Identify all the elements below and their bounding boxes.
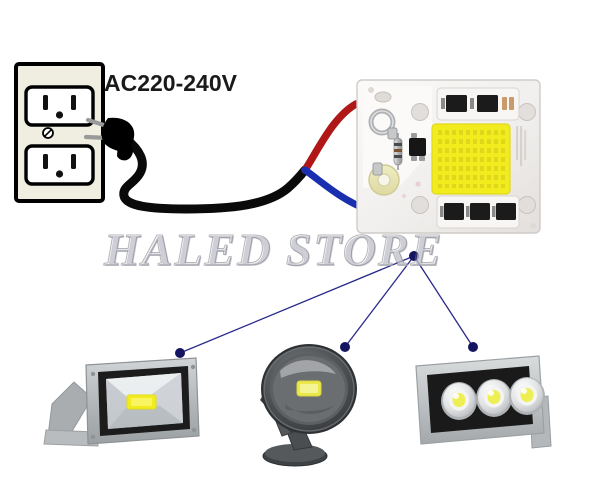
- outlet-center-screw: [42, 127, 54, 139]
- lens-module-1: [441, 382, 477, 420]
- resistor-component: [393, 133, 403, 170]
- power-plug: [83, 117, 135, 161]
- power-cord: [119, 134, 310, 214]
- cob-emitter-area: [431, 123, 511, 195]
- live-wire-red: [301, 100, 360, 174]
- pointer-dot-spotlight-round: [340, 342, 350, 352]
- floodlight-triple-lens: [415, 355, 552, 449]
- emitter-die-grid: [438, 130, 505, 188]
- store-watermark: HALED STORE: [103, 224, 444, 276]
- lens-module-2: [476, 379, 512, 417]
- chip-silkscreen-text: [516, 126, 527, 166]
- outlet-socket-top: [24, 85, 95, 127]
- pointer-lines: [175, 251, 478, 358]
- chip-mounting-holes: [368, 87, 536, 229]
- bridge-rectifier-component: [409, 133, 426, 161]
- chip-ic-strip-top: [436, 87, 520, 121]
- capacitor-component: [368, 108, 398, 140]
- toroid-inductor-component: [368, 162, 400, 196]
- pointer-dot-floodlight-triple: [468, 342, 478, 352]
- floodlight-rectangular: [43, 357, 200, 447]
- spotlight-round: [260, 344, 357, 467]
- chip-ic-strip-bottom: [436, 195, 520, 229]
- pointer-dot-floodlight-rectangular: [175, 348, 185, 358]
- voltage-label: AC220-240V: [104, 70, 237, 96]
- pointer-hub-dot: [409, 251, 419, 261]
- wall-outlet: [14, 62, 105, 203]
- lens-module-3: [509, 377, 545, 415]
- outlet-socket-bottom: [24, 144, 95, 186]
- chip-components: [368, 91, 426, 199]
- solder-pad-positive: [374, 91, 392, 103]
- cob-led-driver-chip: [356, 79, 541, 234]
